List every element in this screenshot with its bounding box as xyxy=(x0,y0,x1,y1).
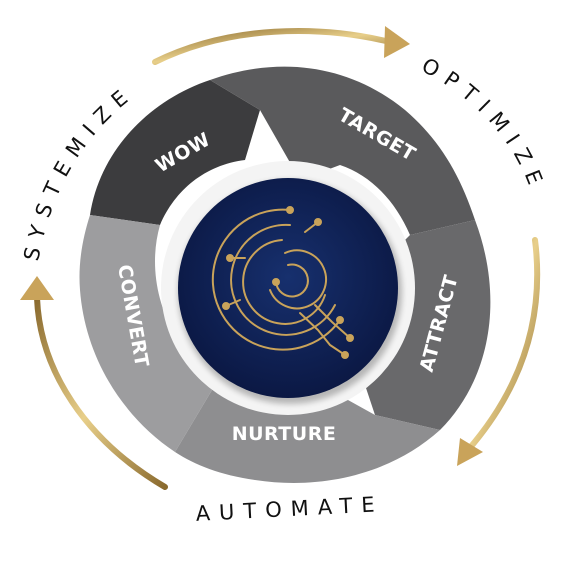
arrowhead-left-icon xyxy=(20,276,54,300)
segment-convert xyxy=(79,215,216,452)
segment-target xyxy=(210,66,475,235)
arrowhead-top-icon xyxy=(384,26,410,58)
cycle-arrows xyxy=(34,28,541,490)
cycle-arrowheads xyxy=(20,26,483,466)
q-circuit-logo-icon xyxy=(211,206,354,359)
segment-wow xyxy=(90,80,260,225)
arrow-top xyxy=(152,28,393,65)
center-core xyxy=(178,178,398,398)
outer-label-automate: AUTOMATE xyxy=(195,492,384,526)
arrowhead-right-icon xyxy=(457,438,483,466)
arrow-right xyxy=(465,237,541,453)
segment-nurture xyxy=(175,385,440,483)
segment-label-nurture: NURTURE xyxy=(232,423,337,445)
arrow-left xyxy=(34,295,168,490)
